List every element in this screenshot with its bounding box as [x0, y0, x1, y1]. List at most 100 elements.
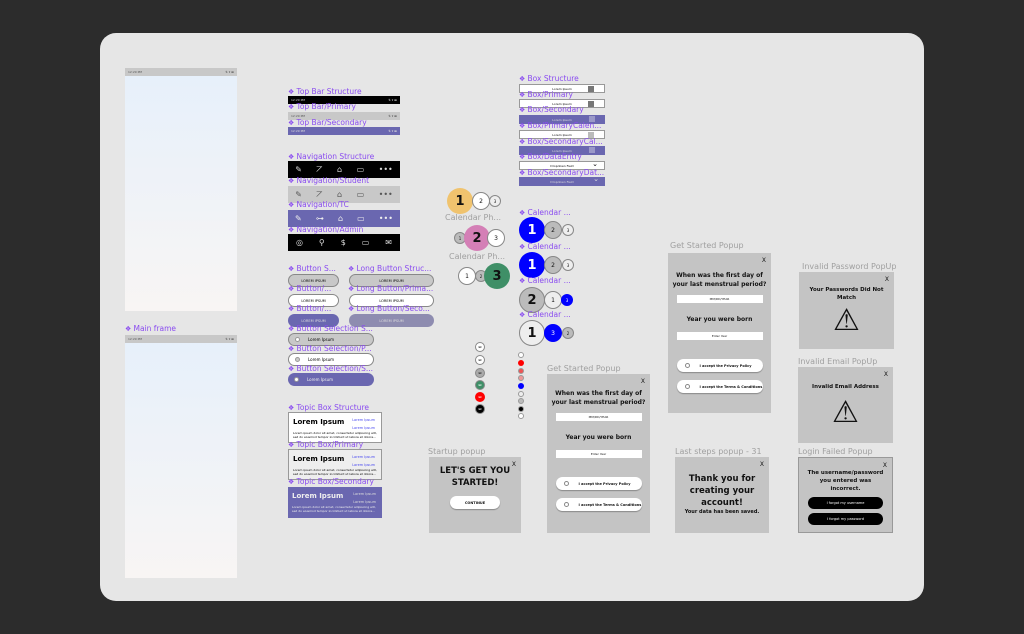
close-icon[interactable]: X	[884, 276, 889, 283]
component-label[interactable]: Calendar ...	[519, 310, 571, 320]
component-label[interactable]: Box/SecondaryCal...	[519, 137, 603, 147]
popup-title[interactable]: Login Failed Popup	[798, 447, 873, 456]
calendar-phase-label[interactable]: Calendar Ph...	[449, 252, 506, 261]
calendar-phase-day-2[interactable]: 2	[472, 192, 490, 210]
calendar-day-1[interactable]: 1	[544, 291, 562, 309]
more-icon[interactable]: •••	[378, 190, 393, 199]
chevron-down-icon[interactable]: ⌄	[593, 175, 599, 183]
topic-link[interactable]: Lorem Ipsum	[352, 455, 375, 459]
invalid-email-popup[interactable]: X Invalid Email Address ⚠	[798, 367, 893, 443]
continue-button[interactable]: CONTINUE	[450, 496, 500, 509]
chart-icon[interactable]: ⦢	[316, 189, 323, 199]
level-icon-red[interactable]: LI	[475, 392, 485, 402]
color-dot[interactable]	[518, 391, 524, 397]
chat-icon[interactable]: ▭	[357, 214, 365, 223]
radio-icon[interactable]	[295, 337, 300, 342]
color-dot[interactable]	[518, 375, 524, 381]
color-dot[interactable]	[518, 413, 524, 419]
chat-icon[interactable]: ▭	[356, 190, 365, 199]
radio-icon[interactable]	[563, 502, 569, 507]
dollar-icon[interactable]: $	[340, 238, 346, 247]
top-bar-primary[interactable]: 12:29 PM⇅ ▾ ▬	[288, 112, 400, 120]
component-label[interactable]: Button Selection/S...	[288, 364, 374, 374]
topic-link[interactable]: Lorem Ipsum	[352, 418, 375, 422]
last-steps-popup[interactable]: X Thank you for creating your account! Y…	[675, 457, 769, 533]
mail-icon[interactable]: ✉	[385, 238, 392, 247]
level-icon-white[interactable]: LI	[475, 355, 485, 365]
calendar-icon[interactable]	[588, 132, 594, 138]
radio-icon[interactable]	[563, 481, 569, 486]
calendar-phase-day-1[interactable]: 1	[447, 188, 473, 214]
component-label[interactable]: Long Button/Seco...	[348, 304, 430, 314]
component-label[interactable]: Box/Primary	[519, 90, 573, 100]
color-dot[interactable]	[518, 360, 524, 366]
component-label[interactable]: Calendar ...	[519, 242, 571, 252]
home-icon[interactable]: ⌂	[337, 214, 344, 223]
year-input[interactable]: Enter Year	[676, 332, 763, 340]
component-label[interactable]: Button/...	[288, 284, 332, 294]
component-label[interactable]: Calendar ...	[519, 276, 571, 286]
close-icon[interactable]: X	[759, 461, 764, 468]
popup-title[interactable]: Startup popup	[428, 447, 486, 456]
privacy-checkbox[interactable]: I accept the Privacy Policy	[555, 477, 642, 490]
login-failed-popup[interactable]: X The username/password you entered was …	[798, 457, 893, 533]
calendar-day-3[interactable]: 3	[544, 324, 562, 342]
main-frame-label[interactable]: Main frame	[125, 324, 177, 334]
component-label[interactable]: Navigation/Admin	[288, 225, 364, 235]
date-input[interactable]: MM/DD/YEAR	[676, 295, 763, 303]
popup-title[interactable]: Invalid Password PopUp	[802, 262, 897, 271]
selection-secondary[interactable]: Lorem Ipsum	[288, 373, 374, 386]
terms-checkbox[interactable]: I accept the Terms & Conditions	[676, 380, 763, 393]
pencil-icon[interactable]: ✎	[295, 165, 302, 174]
radio-icon[interactable]	[684, 363, 690, 368]
calendar-phase-day-1[interactable]: 1	[458, 267, 476, 285]
radio-icon[interactable]	[684, 384, 690, 389]
topic-link[interactable]: Lorem Ipsum	[352, 426, 375, 430]
calendar-day-3[interactable]: 3	[561, 294, 573, 306]
level-icon-white[interactable]: LI	[475, 342, 485, 352]
component-label[interactable]: Top Bar/Primary	[288, 102, 356, 112]
color-dot[interactable]	[518, 352, 524, 358]
component-label[interactable]: Topic Box/Primary	[288, 440, 364, 450]
calendar-day-1[interactable]: 1	[519, 217, 545, 243]
chat-icon[interactable]: ▭	[356, 165, 365, 174]
get-started-popup[interactable]: X When was the first day of your last me…	[547, 374, 650, 533]
calendar-day-1[interactable]: 1	[519, 320, 545, 346]
calendar-phase-day-3[interactable]: 3	[489, 195, 501, 207]
navigation-structure[interactable]: ✎⦢⌂▭•••	[288, 161, 400, 178]
calendar-day-2[interactable]: 2	[544, 256, 562, 274]
pencil-icon[interactable]: ✎	[295, 190, 302, 199]
wrench-icon[interactable]: ⚲	[318, 238, 325, 247]
component-label[interactable]: Button/...	[288, 304, 332, 314]
level-icon-gray[interactable]: LI	[475, 368, 485, 378]
calendar-phase-day-2[interactable]: 2	[464, 225, 490, 251]
glasses-icon[interactable]: ⊶	[315, 214, 324, 223]
component-label[interactable]: Topic Box Structure	[288, 403, 369, 413]
color-dot[interactable]	[518, 383, 524, 389]
color-dot[interactable]	[518, 368, 524, 374]
close-icon[interactable]: X	[882, 462, 887, 469]
home-icon[interactable]: ⌂	[337, 165, 343, 174]
gear-icon[interactable]: ◎	[295, 238, 303, 247]
more-icon[interactable]: •••	[378, 165, 393, 174]
calendar-phase-day-3[interactable]: 3	[484, 263, 510, 289]
close-icon[interactable]: X	[640, 378, 645, 385]
get-started-popup[interactable]: X When was the first day of your last me…	[668, 253, 771, 413]
chat-icon[interactable]: ▭	[361, 238, 370, 247]
calendar-icon[interactable]	[589, 147, 595, 153]
box-secondary[interactable]: Lorem Ipsum	[519, 115, 605, 124]
component-label[interactable]: Long Button Struc...	[348, 264, 432, 274]
topic-link[interactable]: Lorem Ipsum	[353, 500, 376, 504]
terms-checkbox[interactable]: I accept the Terms & Conditions	[555, 498, 642, 511]
topic-link[interactable]: Lorem Ipsum	[353, 492, 376, 496]
chevron-down-icon[interactable]: ⌄	[592, 160, 598, 168]
navigation-student[interactable]: ✎⦢⌂▭•••	[288, 186, 400, 203]
topic-link[interactable]: Lorem Ipsum	[352, 463, 375, 467]
component-label[interactable]: Top Bar Structure	[288, 87, 362, 97]
component-label[interactable]: Box/PrimaryCalen...	[519, 121, 602, 131]
color-dot[interactable]	[518, 398, 524, 404]
forgot-username-button[interactable]: I forgot my username	[808, 497, 883, 509]
more-icon[interactable]: •••	[378, 214, 393, 223]
component-label[interactable]: Long Button/Prima...	[348, 284, 434, 294]
